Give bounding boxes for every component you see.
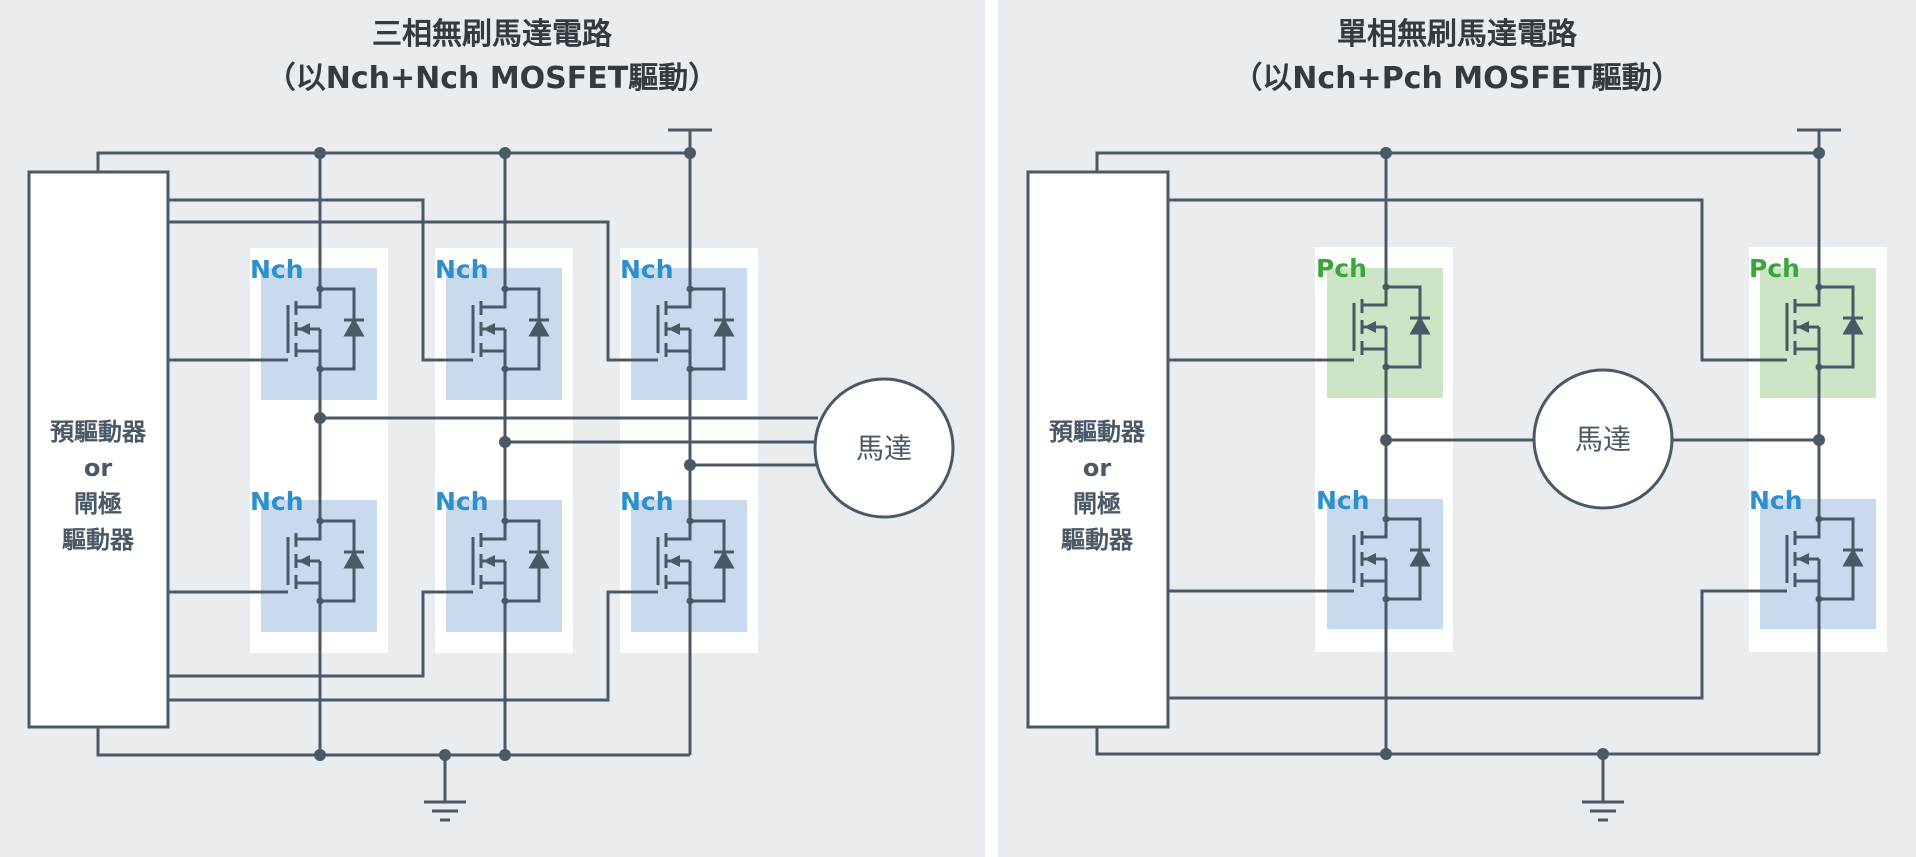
left-wiring [27,128,955,822]
left-title-line2: （以Nch+Nch MOSFET驅動） [266,61,719,96]
left-junctions [314,147,696,761]
channel-label: Nch [435,487,489,516]
motor-label: 馬達 [856,432,912,465]
driver-label: 閘極 [1073,490,1121,518]
right-junctions [1380,147,1825,760]
driver-label: or [1083,454,1111,482]
channel-label: Nch [1316,486,1370,515]
driver-label: or [84,454,112,482]
driver-label: 預驅動器 [50,418,147,446]
channel-label: Nch [250,255,304,284]
right-panel: 單相無刷馬達電路 （以Nch+Pch MOSFET驅動） [1026,17,1887,822]
right-title-line2: （以Nch+Pch MOSFET驅動） [1232,61,1681,96]
channel-label: Pch [1749,254,1800,283]
channel-label: Nch [620,255,674,284]
channel-label: Nch [620,487,674,516]
channel-label: Nch [435,255,489,284]
driver-label: 驅動器 [1061,526,1134,554]
channel-label: Pch [1316,254,1367,283]
left-panel: 三相無刷馬達電路 （以Nch+Nch MOSFET驅動） [27,17,955,822]
driver-label: 預驅動器 [1049,418,1146,446]
driver-label: 閘極 [74,490,122,518]
left-title-line1: 三相無刷馬達電路 [372,17,613,52]
driver-label: 驅動器 [62,526,135,554]
channel-label: Nch [1749,486,1803,515]
channel-label: Nch [250,487,304,516]
motor-label: 馬達 [1575,423,1631,456]
right-wiring [1026,128,1841,822]
right-title-line1: 單相無刷馬達電路 [1337,17,1578,52]
